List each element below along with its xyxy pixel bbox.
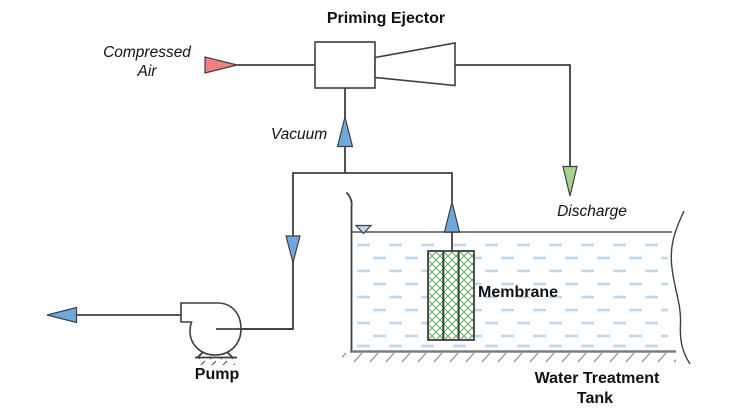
membrane-label: Membrane <box>478 284 558 301</box>
priming-ejector-label: Priming Ejector <box>327 10 445 27</box>
pump-support-hatching <box>197 358 235 365</box>
pump-volute <box>180 302 242 356</box>
ejector-discharge-line <box>455 64 571 167</box>
suction-manifold-line <box>216 172 453 330</box>
vacuum-arrow-icon <box>336 116 354 148</box>
pump-outlet-arrow-icon <box>46 306 78 324</box>
water-treatment-tank <box>342 191 691 365</box>
discharge-arrow-icon <box>562 165 578 197</box>
ejector-body <box>314 41 376 89</box>
water-level-marker-icon <box>354 224 373 235</box>
membrane-module <box>427 250 475 341</box>
priming-ejector-symbol <box>314 41 456 89</box>
suction-down-arrow-icon <box>285 235 301 265</box>
pump-support-legs <box>195 351 237 359</box>
compressed-air-label-line1: Compressed <box>103 44 192 61</box>
vacuum-label: Vacuum <box>271 126 327 143</box>
tank-bottom-hatching <box>342 352 676 363</box>
ejector-diffuser <box>374 42 456 87</box>
tank-break-line <box>670 210 691 365</box>
tank-label-line1: Water Treatment <box>535 370 660 387</box>
pump-symbol <box>180 302 293 365</box>
pump-label: Pump <box>195 366 240 383</box>
discharge-label: Discharge <box>557 203 627 220</box>
tank-label-line2: Tank <box>577 390 613 407</box>
tank-water-dashes <box>357 243 668 348</box>
intake-up-arrow-icon <box>443 201 461 233</box>
compressed-air-label-line2: Air <box>137 63 158 80</box>
compressed-air-arrow-icon <box>204 56 238 74</box>
tank-left-wall <box>345 191 353 352</box>
